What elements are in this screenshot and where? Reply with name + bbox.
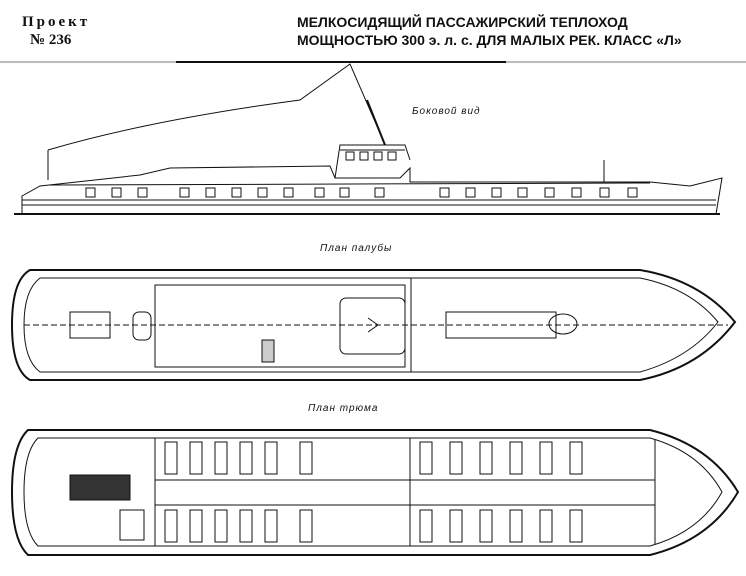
project-label: Проект [22, 14, 91, 30]
label-deck-plan: План палубы [320, 243, 393, 254]
berths [164, 441, 583, 543]
label-side-view: Боковой вид [412, 106, 481, 117]
title-line-2: МОЩНОСТЬЮ 300 э. л. с. ДЛЯ МАЛЫХ РЕК. КЛ… [297, 32, 682, 48]
label-hold-plan: План трюма [308, 403, 379, 414]
hold-plan [10, 429, 740, 556]
project-number: № 236 [30, 32, 72, 48]
side-view [14, 63, 723, 215]
drawing-title: МЕЛКОСИДЯЩИЙ ПАССАЖИРСКИЙ ТЕПЛОХОД МОЩНО… [297, 13, 682, 49]
deck-plan [10, 269, 737, 381]
side-windows [85, 187, 638, 198]
title-line-1: МЕЛКОСИДЯЩИЙ ПАССАЖИРСКИЙ ТЕПЛОХОД [297, 14, 628, 30]
